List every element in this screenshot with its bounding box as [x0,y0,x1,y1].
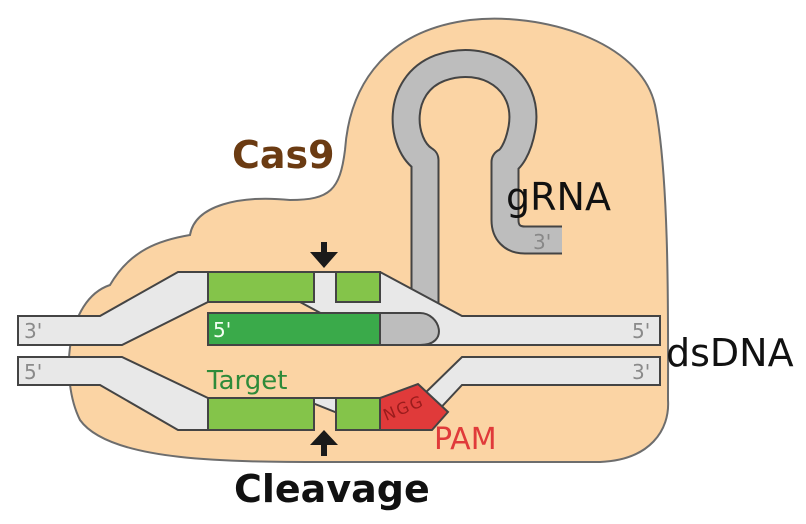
grna-spacer-tail [379,312,440,346]
pam-label: PAM [434,422,497,457]
target-top-right [335,271,381,303]
grna-3prime-label: 3' [533,230,551,254]
cleavage-arrow-top [310,242,338,268]
target-bottom-right [335,397,381,431]
dna-bottom-right-end: 3' [632,360,650,384]
cas9-label: Cas9 [232,133,335,177]
dna-top-right-end: 5' [632,319,650,343]
pam-block [379,382,450,431]
grna-spacer-bar [207,312,381,346]
dna-top-left-end: 3' [24,319,42,343]
dna-top-strand [17,271,661,346]
grna-scaffold [391,49,562,305]
grna-loop-gap [432,86,500,152]
dna-bottom-left-end: 5' [24,360,42,384]
grna-5prime-label: 5' [213,318,231,342]
grna-label: gRNA [506,175,611,219]
dsdna-label: dsDNA [666,331,794,375]
target-bottom-left [207,397,315,431]
target-top-left [207,271,315,303]
cleavage-arrow-bottom [310,430,338,456]
target-label: Target [206,366,287,396]
cleavage-label: Cleavage [234,467,430,511]
